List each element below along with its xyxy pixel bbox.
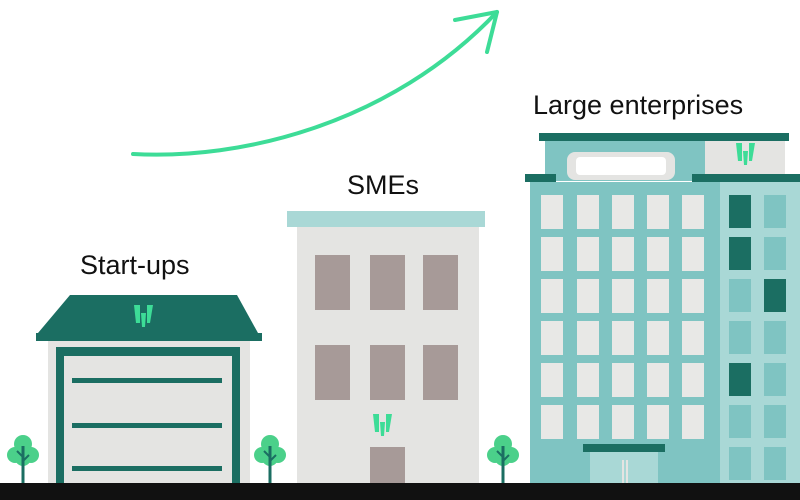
window bbox=[541, 321, 563, 355]
window bbox=[577, 237, 599, 271]
smes-label: SMEs bbox=[347, 170, 420, 200]
window bbox=[647, 279, 669, 313]
window bbox=[315, 255, 350, 310]
window bbox=[577, 363, 599, 397]
window bbox=[682, 321, 704, 355]
window bbox=[612, 405, 634, 439]
window bbox=[764, 279, 786, 312]
window bbox=[370, 255, 405, 310]
tree-icon bbox=[7, 435, 39, 483]
window bbox=[541, 279, 563, 313]
window bbox=[315, 345, 350, 400]
window bbox=[729, 279, 751, 312]
enterprise-ornament-inner bbox=[576, 157, 666, 175]
window bbox=[764, 363, 786, 396]
window bbox=[764, 321, 786, 354]
window bbox=[612, 195, 634, 229]
startup-roof-eave bbox=[36, 333, 262, 341]
garage-slat bbox=[72, 423, 222, 428]
ground-line bbox=[0, 483, 800, 500]
window bbox=[729, 321, 751, 354]
startup-building bbox=[36, 295, 262, 483]
startup-garage-door bbox=[64, 356, 232, 483]
window bbox=[729, 363, 751, 396]
window bbox=[541, 195, 563, 229]
window bbox=[729, 447, 751, 480]
window bbox=[423, 345, 458, 400]
window bbox=[541, 363, 563, 397]
window bbox=[729, 405, 751, 438]
window bbox=[423, 255, 458, 310]
garage-slat bbox=[72, 466, 222, 471]
enterprise-top-cap bbox=[539, 133, 789, 141]
company-logo-icon bbox=[736, 143, 755, 165]
enterprise-left-ledge bbox=[525, 174, 556, 182]
window bbox=[541, 405, 563, 439]
window bbox=[647, 363, 669, 397]
enterprise-entrance-canopy bbox=[583, 444, 665, 452]
window bbox=[682, 405, 704, 439]
window bbox=[541, 237, 563, 271]
window bbox=[612, 279, 634, 313]
window bbox=[370, 345, 405, 400]
window bbox=[612, 363, 634, 397]
startups-label: Start-ups bbox=[80, 250, 190, 280]
window bbox=[682, 195, 704, 229]
window bbox=[647, 195, 669, 229]
company-logo-icon bbox=[134, 305, 153, 327]
window bbox=[764, 405, 786, 438]
sme-roof bbox=[287, 211, 485, 227]
window bbox=[577, 321, 599, 355]
window bbox=[577, 405, 599, 439]
window bbox=[647, 237, 669, 271]
enterprise-building bbox=[525, 133, 800, 483]
window bbox=[729, 237, 751, 270]
window bbox=[577, 279, 599, 313]
enterprise-right-ledge bbox=[692, 174, 800, 182]
garage-slat bbox=[72, 378, 222, 383]
growth-arrow-icon bbox=[131, 10, 499, 157]
sme-building bbox=[287, 211, 485, 483]
window bbox=[612, 237, 634, 271]
tree-icon bbox=[254, 435, 286, 483]
company-logo-icon bbox=[373, 414, 392, 436]
window bbox=[764, 195, 786, 228]
tree-icon bbox=[487, 435, 519, 483]
window bbox=[577, 195, 599, 229]
window bbox=[682, 279, 704, 313]
entrance-door-line bbox=[622, 460, 624, 483]
sme-windows bbox=[315, 255, 458, 400]
entrance-door-line bbox=[626, 460, 628, 483]
window bbox=[612, 321, 634, 355]
window bbox=[682, 363, 704, 397]
enterprise-side-windows bbox=[729, 195, 786, 480]
large-enterprises-label: Large enterprises bbox=[533, 90, 744, 120]
window bbox=[764, 237, 786, 270]
enterprise-windows bbox=[541, 195, 704, 439]
window bbox=[729, 195, 751, 228]
window bbox=[764, 447, 786, 480]
window bbox=[647, 405, 669, 439]
window bbox=[682, 237, 704, 271]
window bbox=[647, 321, 669, 355]
sme-door bbox=[370, 447, 405, 483]
